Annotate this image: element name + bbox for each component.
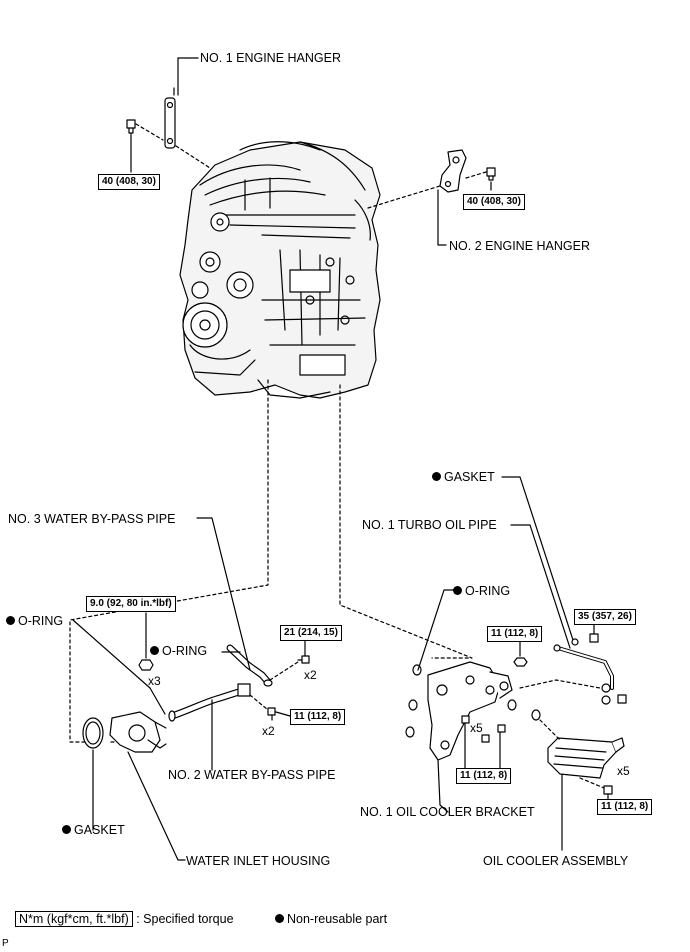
legend-torque-box: N*m (kgf*cm, ft.*lbf) [15,911,133,927]
torque-spec-box: 21 (214, 15) [280,625,342,641]
torque-spec-box: 9.0 (92, 80 in.*lbf) [86,596,176,612]
nut-icon [138,659,154,671]
nonreusable-dot-icon [275,914,284,923]
o-ring-seals [405,664,541,738]
bolt-icon [267,707,276,721]
dashed-line [367,171,487,209]
no2-water-bypass-pipe-part [168,683,251,722]
label-no1-engine-hanger: NO. 1 ENGINE HANGER [200,51,341,65]
leader-line [437,189,447,246]
label-gasket-bottom: GASKET [62,823,125,837]
label-water-inlet-housing: WATER INLET HOUSING [186,854,331,868]
nonreusable-dot-icon [62,825,71,834]
dashed-line [519,679,601,689]
leader-line [196,517,251,671]
corner-mark: P [2,938,9,949]
no3-water-bypass-pipe-part [226,644,273,687]
no1-oil-cooler-bracket-part [427,661,513,761]
dashed-line [69,379,269,743]
bolt-icon [461,715,506,743]
torque-spec-box: 40 (408, 30) [463,194,525,210]
quantity-label: x3 [148,674,161,688]
legend-nonreusable-text: Non-reusable part [287,912,388,926]
label-no1-turbo-oil-pipe: NO. 1 TURBO OIL PIPE [362,518,497,532]
torque-spec-box: 40 (408, 30) [98,174,160,190]
leader-line [437,759,449,813]
torque-spec-box: 11 (112, 8) [290,709,346,725]
leader-line [72,619,151,689]
no1-engine-hanger-part [164,97,176,149]
quantity-label: x2 [262,724,275,738]
label-oil-cooler-assembly: OIL COOLER ASSEMBLY [483,854,629,868]
bolt-icon [126,119,136,134]
no2-engine-hanger-part [439,149,467,193]
dashed-line [339,384,473,659]
legend-specified-torque: N*m (kgf*cm, ft.*lbf) : Specified torque [15,911,234,927]
label-no2-engine-hanger: NO. 2 ENGINE HANGER [449,239,590,253]
leader-line [275,711,291,717]
quantity-label: x5 [470,721,483,735]
torque-spec-box: 11 (112, 8) [597,799,653,815]
bolt-icon [297,655,310,664]
quantity-label: x5 [617,764,630,778]
leader-line [464,723,501,771]
dashed-line [135,123,211,169]
label-oring-left: O-RING [6,614,63,628]
legend-torque-text: : Specified torque [136,912,234,926]
label-no3-water-bypass-pipe: NO. 3 WATER BY-PASS PIPE [8,512,176,526]
no1-turbo-oil-pipe-part [553,644,614,705]
nonreusable-dot-icon [432,472,441,481]
nonreusable-dot-icon [150,646,159,655]
quantity-label: x2 [304,668,317,682]
label-no2-water-bypass-pipe: NO. 2 WATER BY-PASS PIPE [168,768,336,782]
oil-cooler-assembly-part [547,737,625,779]
gasket-ring [571,638,579,646]
nonreusable-dot-icon [453,586,462,595]
bolt-icon [486,167,496,181]
leader-line [127,751,186,861]
label-oring-mid: O-RING [150,644,207,658]
leader-line [149,687,166,715]
label-gasket-top: GASKET [432,470,495,484]
gasket-ring [82,717,104,749]
leader-line [501,476,574,641]
label-no1-oil-cooler-bracket: NO. 1 OIL COOLER BRACKET [360,805,535,819]
torque-spec-box: 11 (112, 8) [487,626,543,642]
bolt-icon [603,785,613,795]
torque-spec-box: 35 (357, 26) [574,609,636,625]
leader-line [510,524,571,649]
leader-line [173,57,179,96]
torque-spec-box: 11 (112, 8) [456,768,512,784]
nonreusable-dot-icon [6,616,15,625]
water-inlet-housing-part [109,711,167,753]
engine-block-illustration [179,141,381,399]
nut-icon [513,657,528,667]
label-oring-right: O-RING [453,584,510,598]
legend-nonreusable: Non-reusable part [275,911,387,927]
